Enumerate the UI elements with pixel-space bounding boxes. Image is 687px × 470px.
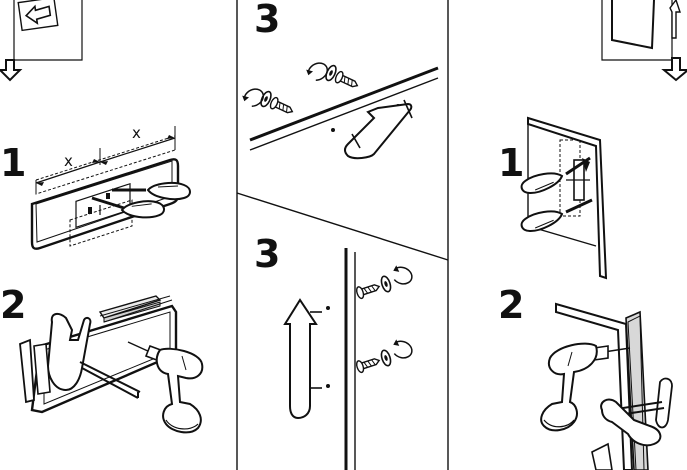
drill-icon <box>127 341 204 434</box>
right-inset-detail <box>601 0 681 61</box>
clamp-icon <box>591 377 673 470</box>
screwdriver-icon <box>518 156 593 236</box>
down-arrow-icon <box>0 59 23 82</box>
step-number-left-1: 1 <box>0 141 27 185</box>
middle-bottom-panel <box>283 248 415 470</box>
screwdriver-icon <box>91 181 191 221</box>
middle-diagonal-divider <box>236 192 449 261</box>
arrow-handle-icon <box>344 99 413 160</box>
step-number-right-2: 2 <box>498 283 525 327</box>
drill-icon <box>540 342 631 432</box>
arrow-left-icon <box>24 4 52 25</box>
step-number-right-1: 1 <box>498 141 525 185</box>
left-drawer-front-measure <box>30 126 180 250</box>
screw-icon <box>240 58 361 118</box>
step-number-middle-bottom: 3 <box>254 232 281 276</box>
right-cabinet-side <box>527 116 608 280</box>
dimension-label-right: x <box>132 124 141 142</box>
dimension-label-left: x <box>64 152 73 170</box>
step-number-left-2: 2 <box>0 283 27 327</box>
step-number-middle-top: 3 <box>254 0 281 41</box>
down-arrow-icon <box>661 57 687 82</box>
clamp-icon <box>19 312 141 404</box>
